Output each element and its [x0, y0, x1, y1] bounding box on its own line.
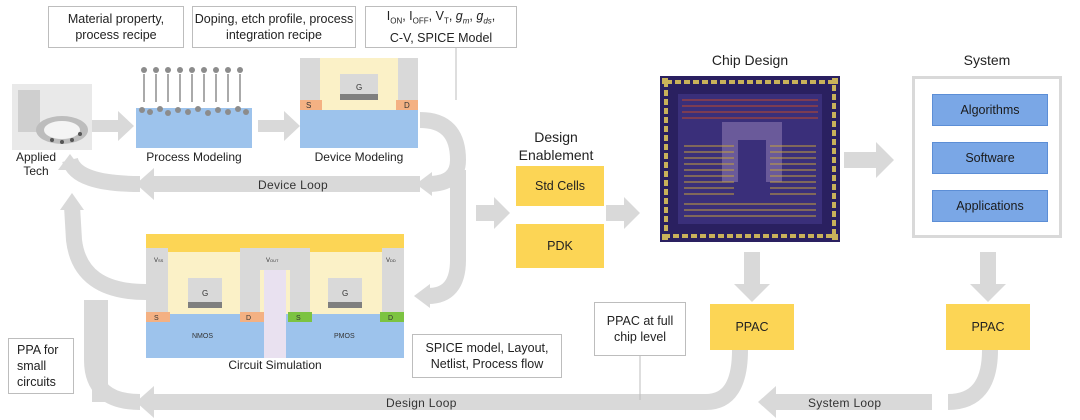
device-loop-return — [62, 157, 141, 192]
device-loop-arrowhead — [136, 168, 154, 200]
label-system-loop: System Loop — [808, 396, 882, 410]
design-loop-head — [136, 386, 154, 418]
arrow-up-circuit — [60, 193, 84, 210]
pmos-tag: PMOS — [334, 333, 355, 340]
arrow-to-enablement — [476, 197, 510, 229]
chip-layout-image — [660, 76, 840, 242]
nmos-drain-tag: D — [246, 315, 251, 322]
label-device-modeling: Device Modeling — [314, 150, 404, 164]
box-applications: Applications — [932, 190, 1048, 222]
device-source-tag: S — [306, 101, 311, 110]
system-loop-right — [947, 349, 998, 410]
note-ppa-small-circuits: PPA for small circuits — [8, 338, 74, 394]
pmos-drain-tag: D — [388, 315, 393, 322]
label-device-loop: Device Loop — [258, 178, 329, 192]
nmos-source-tag: S — [154, 315, 159, 322]
design-loop-line — [150, 394, 706, 410]
arrow-process-to-device — [258, 111, 300, 141]
arrow-chip-to-ppac — [734, 252, 770, 302]
box-ppac-system: PPAC — [946, 304, 1030, 350]
label-design-enablement: Design Enablement — [518, 129, 594, 163]
svg-text:VDD: VDD — [386, 258, 396, 264]
circuit-loop-curve — [64, 205, 147, 300]
device-loop-line — [150, 176, 420, 192]
design-loop-corner — [84, 300, 141, 410]
device-metrics-line1: ION, IOFF, VT, gm, gds, — [386, 9, 496, 26]
label-applied-tech: Applied Tech — [15, 150, 57, 178]
note-doping: Doping, etch profile, process integratio… — [192, 6, 356, 48]
pmos-gate-tag: G — [342, 289, 348, 298]
box-pdk: PDK — [516, 224, 604, 268]
arrow-applied-to-process — [92, 111, 134, 141]
circuit-simulation-figure: VSS VOUT VDD G G S D S D NMOS PMOS — [146, 234, 404, 358]
label-circuit-simulation: Circuit Simulation — [228, 358, 322, 372]
device-loop-head — [416, 172, 432, 196]
device-loop-curve — [419, 112, 467, 192]
note-ppac-full-chip: PPAC at full chip level — [594, 302, 686, 356]
process-modeling-figure — [136, 67, 252, 148]
arrow-chip-to-system — [844, 142, 894, 178]
label-process-modeling: Process Modeling — [146, 150, 242, 164]
device-to-circuit-curve — [427, 170, 466, 304]
pmos-source-tag: S — [296, 315, 301, 322]
nmos-gate-tag: G — [202, 289, 208, 298]
system-loop-head — [758, 386, 776, 418]
arrow-system-to-ppac — [970, 252, 1006, 302]
note-material: Material property, process recipe — [48, 6, 184, 48]
applied-tech-image — [12, 84, 92, 150]
svg-text:VOUT: VOUT — [266, 258, 279, 264]
device-drain-tag: D — [404, 101, 410, 110]
device-gate-tag: G — [356, 83, 362, 92]
box-std-cells: Std Cells — [516, 166, 604, 206]
svg-text:VSS: VSS — [154, 258, 164, 264]
arrow-up-applied — [58, 154, 82, 170]
note-device-metrics: ION, IOFF, VT, gm, gds, C-V, SPICE Model — [365, 6, 517, 48]
label-chip-design: Chip Design — [711, 52, 789, 68]
device-metrics-line2: C-V, SPICE Model — [389, 30, 493, 45]
box-algorithms: Algorithms — [932, 94, 1048, 126]
arrow-enablement-to-chip — [606, 197, 640, 229]
nmos-tag: NMOS — [192, 333, 213, 340]
box-software: Software — [932, 142, 1048, 174]
device-modeling-figure: G S D — [300, 58, 418, 148]
label-design-loop: Design Loop — [386, 396, 457, 410]
system-loop-line — [772, 394, 932, 410]
device-to-circuit-head — [414, 284, 430, 308]
note-spice-layout: SPICE model, Layout, Netlist, Process fl… — [412, 334, 562, 378]
label-system: System — [963, 52, 1011, 68]
box-ppac-chip: PPAC — [710, 304, 794, 350]
design-loop-right — [705, 349, 748, 410]
